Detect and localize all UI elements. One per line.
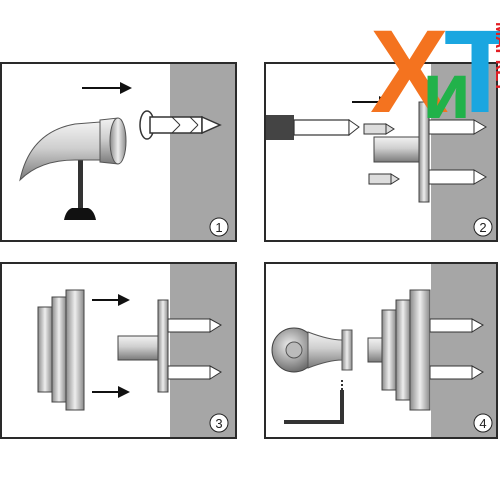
arrow-right-icon [352,96,390,108]
logo-letter-i: и [422,46,471,135]
wall [170,264,235,437]
rosette-cover [381,289,431,411]
step-2-panel: 2 [264,62,500,242]
hammer-icon [19,117,127,220]
wall [431,264,496,437]
screw [368,173,400,185]
wall [170,64,235,240]
arrow-right-icon [92,294,130,306]
mounting-plate [373,101,487,203]
logo-letter-t: Т [444,6,500,138]
mounting-plate [367,318,484,380]
screw [363,123,395,135]
logo-word: МАРКЕТ [492,22,500,92]
step-number: 2 [479,220,486,235]
step-number: 3 [215,416,222,431]
step-number: 1 [215,220,222,235]
step-number: 4 [479,416,486,431]
step-1-panel: 1 [0,62,237,242]
logo-letter-x: Х [370,6,449,138]
arrow-right-icon [92,386,130,398]
step-4-panel: 4 [264,262,500,439]
wall [431,64,496,240]
step-number-badge: 3 [209,413,229,433]
hex-key-icon [284,378,344,424]
step-number-badge: 4 [473,413,493,433]
anchor-bolt [139,110,222,140]
step-number-badge: 1 [209,217,229,237]
step-3-panel: 3 [0,262,237,439]
mounting-plate [117,299,222,393]
arrow-right-icon [82,82,132,94]
rosette-cover [37,289,85,411]
door-knob [271,327,353,373]
brand-logo: Х и Т МАРКЕТ [370,0,500,140]
step-number-badge: 2 [473,217,493,237]
screwdriver-icon [266,115,360,140]
